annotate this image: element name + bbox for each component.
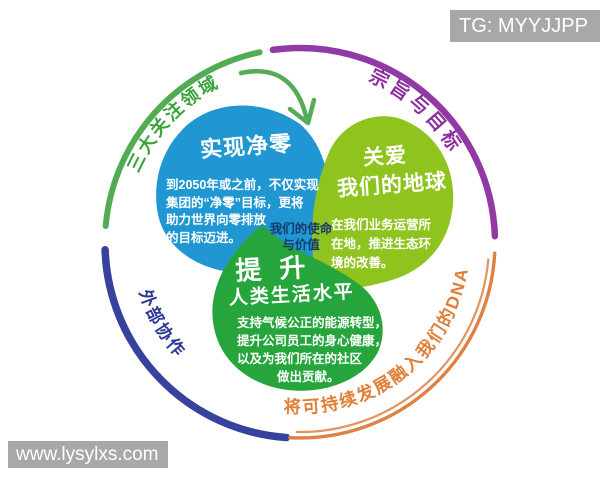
body-line: 支持气候公正的能源转型， (237, 316, 388, 330)
arrow-icon (238, 69, 310, 123)
ring-arc-orange-inner (295, 258, 490, 434)
petal-living-shape (212, 225, 383, 391)
body-line: 在地，推进生态环 (331, 237, 432, 251)
ring-arc-blue (101, 246, 291, 442)
body-line: 境的改善。 (331, 256, 394, 270)
petal-planet-body: 在我们业务运营所 在地，推进生态环 境的改善。 (331, 216, 431, 273)
center-mission-label: 我们的使命 与价值 (256, 222, 346, 253)
petal-living-body: 支持气候公正的能源转型， 提升公司员工的身心健康， 以及为我们所在的社区 做出贡… (237, 314, 387, 386)
petal-net-zero-shape (156, 105, 332, 274)
body-line: 集团的“净零”目标，更将 (166, 195, 304, 210)
petal-living-title: 提升 人类生活水平 (227, 249, 356, 312)
ring-label-external-collaboration: 外部协作 (135, 287, 190, 362)
body-line: 在我们业务运营所 (331, 218, 432, 232)
watermark-website: www.lysylxs.com (8, 441, 168, 468)
ring-arc-green (102, 49, 263, 229)
petal-planet-title: 关爱 我们的地球 (334, 138, 448, 204)
ring-arc-orange-outer (288, 251, 497, 440)
body-line: 的目标迈进。 (166, 230, 242, 245)
body-line: 做出贡献。 (277, 370, 340, 384)
center-line: 与价值 (282, 237, 320, 252)
body-line: 助力世界向零排放 (166, 213, 267, 227)
center-line: 我们的使命 (269, 222, 333, 236)
petal-planet-shape (312, 116, 454, 291)
petal-net-zero-body: 到2050年或之前，不仅实现 集团的“净零”目标，更将 助力世界向零排放 的目标… (166, 177, 319, 247)
ring-arc-purple (269, 44, 499, 240)
body-line: 提升公司员工的身心健康， (237, 334, 388, 348)
body-line: 到2050年或之前，不仅实现 (166, 178, 319, 192)
body-line: 以及为我们所在的社区 (237, 352, 363, 366)
petal-net-zero-title: 实现净零 (199, 130, 293, 163)
watermark-telegram: TG: MYYJJPP (450, 10, 600, 42)
arrow-head-icon (287, 97, 317, 126)
